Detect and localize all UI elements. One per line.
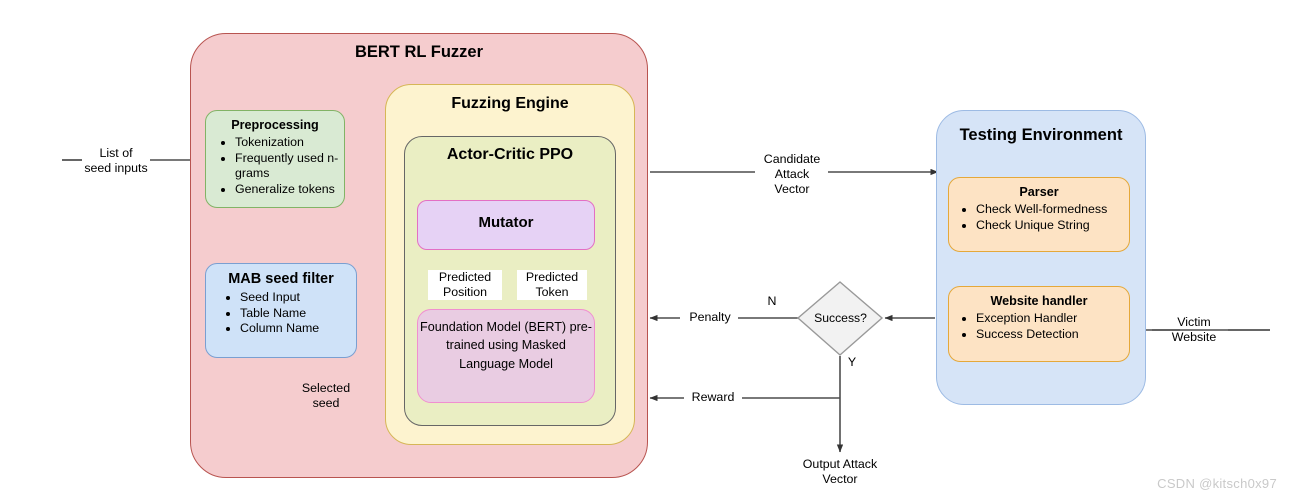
decision-label: Success? — [814, 311, 867, 325]
preprocessing-bullets: Tokenization Frequently used n-grams Gen… — [206, 135, 344, 198]
parser-bullets: Check Well-formedness Check Unique Strin… — [949, 202, 1129, 233]
watermark: CSDN @kitsch0x97 — [1157, 476, 1277, 491]
seed-inputs-label: List of seed inputs — [84, 146, 148, 176]
list-item: Column Name — [240, 321, 356, 337]
parser-node[interactable]: Parser Check Well-formedness Check Uniqu… — [948, 177, 1130, 252]
branch-no-label: N — [767, 294, 777, 308]
list-item: Exception Handler — [976, 311, 1129, 327]
list-item: Seed Input — [240, 290, 356, 306]
mab-seed-filter-title: MAB seed filter — [228, 271, 334, 287]
predicted-position-label: Predicted Position — [428, 270, 502, 301]
testing-environment-title: Testing Environment — [959, 126, 1123, 144]
preprocessing-title: Preprocessing — [231, 118, 319, 132]
mab-seed-filter-bullets: Seed Input Table Name Column Name — [206, 290, 356, 337]
mab-seed-filter-node[interactable]: MAB seed filter Seed Input Table Name Co… — [205, 263, 357, 358]
preprocessing-node[interactable]: Preprocessing Tokenization Frequently us… — [205, 110, 345, 208]
website-handler-bullets: Exception Handler Success Detection — [949, 311, 1129, 342]
list-item: Table Name — [240, 306, 356, 322]
fuzzing-engine-title: Fuzzing Engine — [451, 95, 569, 112]
website-handler-node[interactable]: Website handler Exception Handler Succes… — [948, 286, 1130, 362]
mutator-label: Mutator — [478, 214, 534, 231]
selected-seed-label: Selected seed — [301, 381, 351, 411]
reward-label: Reward — [691, 390, 735, 404]
branch-yes-label: Y — [847, 355, 857, 369]
website-handler-title: Website handler — [990, 294, 1088, 308]
foundation-model-node[interactable]: Foundation Model (BERT) pre-trained usin… — [417, 309, 595, 403]
output-attack-vector-label: Output Attack Vector — [802, 457, 878, 487]
list-item: Generalize tokens — [235, 182, 344, 198]
bert-rl-fuzzer-title: BERT RL Fuzzer — [354, 43, 484, 61]
actor-critic-ppo-title: Actor-Critic PPO — [446, 146, 574, 163]
list-item: Success Detection — [976, 327, 1129, 343]
penalty-label: Penalty — [689, 310, 731, 324]
mutator-node[interactable]: Mutator — [417, 200, 595, 250]
list-item: Check Unique String — [976, 218, 1129, 234]
candidate-attack-vector-label: Candidate Attack Vector — [763, 152, 821, 197]
predicted-token-label: Predicted Token — [517, 270, 587, 301]
parser-title: Parser — [1019, 185, 1059, 199]
victim-website-label: Victim Website — [1171, 315, 1217, 345]
list-item: Frequently used n-grams — [235, 151, 344, 182]
foundation-model-text: Foundation Model (BERT) pre-trained usin… — [420, 320, 592, 371]
list-item: Tokenization — [235, 135, 344, 151]
list-item: Check Well-formedness — [976, 202, 1129, 218]
